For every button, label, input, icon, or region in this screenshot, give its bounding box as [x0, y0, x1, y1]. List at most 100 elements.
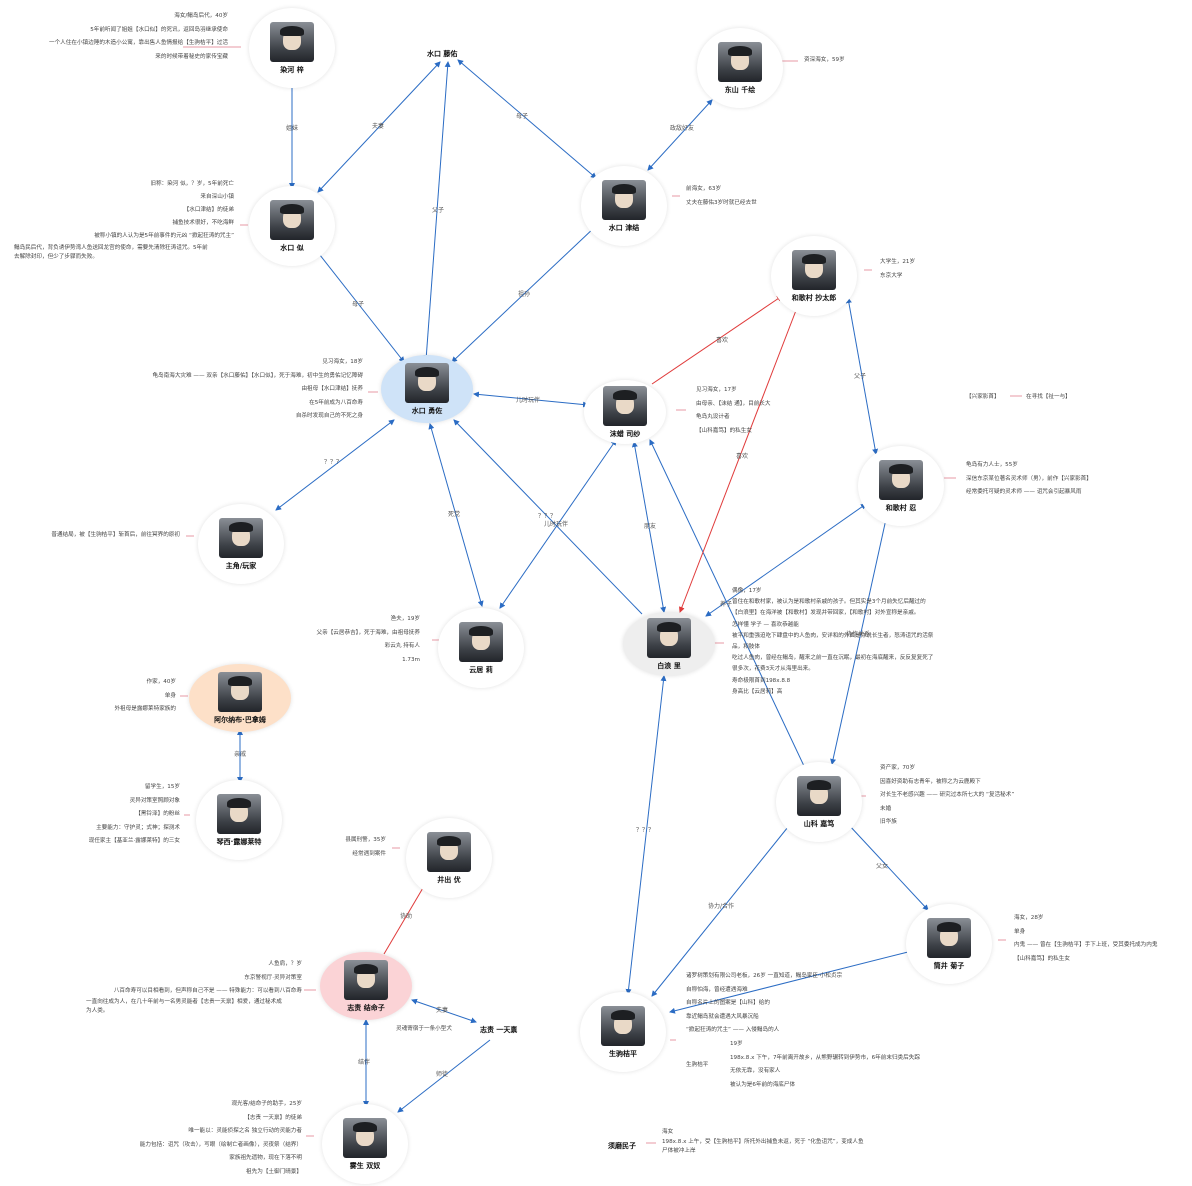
name-ikoma: 生驹桔平 [609, 1049, 637, 1058]
info-albunabu: 作家，40岁 单身 外祖母是露娜莱特家族的 [114, 679, 176, 712]
name-shiranami: 白浪 里 [657, 661, 681, 670]
info-unsumi: 渔夫，19岁 父亲【云居恭吉】，死于海难，由祖母抚养 彩云丸 持有人 1.73m [316, 616, 420, 663]
node-higashiyama[interactable]: 东山 千绘 [697, 28, 783, 108]
portrait-tsutsui [927, 917, 971, 958]
info-sengai: 见习海女，17岁 由母亲、【沫结 通】，目前长大 龟岛丸设计者 【山科嘉笃】的私… [696, 387, 771, 434]
portrait-minakuchi-nin [270, 199, 314, 240]
edge-higashi-tsuyu [647, 99, 713, 171]
node-kotoko[interactable]: 琴西·露娜莱特 [196, 780, 282, 860]
edge-yamashina-ikoma [651, 821, 793, 997]
portrait-iide [427, 831, 471, 872]
edge-sengai-shiranami [631, 441, 667, 613]
portrait-kirio [343, 1117, 387, 1158]
edge-yusa-sengai [473, 391, 589, 408]
edge-yamashina-tsutsui [847, 823, 929, 911]
edge-label-13: 儿时玩伴 [544, 520, 568, 528]
edge-label-16: 喜欢 [736, 452, 748, 460]
edge-tsuyu-yusa [451, 225, 597, 363]
name-wakamura-shinobu: 和歌村 忍 [885, 503, 917, 512]
info-shiki-tenrin: 灵魂寄宿于一条小型犬 [396, 1026, 452, 1032]
portrait-higashiyama [718, 41, 762, 82]
node-somekawa[interactable]: 染河 梓 [249, 8, 335, 88]
node-unsumi[interactable]: 云居 莉 [438, 608, 524, 688]
info-shiki-yumiko-extra: 一直向往成为人，在几十年前与一名男灵能者【志贵一天禀】相爱，通过秘术成 为人类。 [86, 999, 282, 1014]
edge-fuyu-yusa-father [423, 61, 451, 361]
node-player[interactable]: 主角/玩家 [198, 504, 284, 584]
info-ikoma: 诸罗树策划有限公司老板，26岁 一直知道，鳎岛家臣·小松贞宗 自称怕海，曾经遭遇… [686, 973, 843, 1033]
edge-tsutsui-ikoma [669, 951, 909, 1014]
name-minakuchi-tsuyu: 水口 津结 [608, 223, 640, 232]
info-somekawa: 海女/鳎岛后代，40岁 5年前听闻了姐姐【水口似】的死讯，返回岛羽继承使命 一个… [48, 13, 228, 60]
name-kotoko: 琴西·露娜莱特 [216, 837, 262, 846]
name-sumi: 须磨民子 [608, 1142, 636, 1150]
edge-sengai-unsumi [499, 439, 617, 609]
info-kirio: 观光客/结命子的助手，25岁 【志责 一天禀】的徒弟 唯一能以：灵能侦探之名 独… [139, 1101, 302, 1175]
edge-label-19: 亲戚 [234, 750, 246, 758]
info-kotoko: 留学生，15岁 灵异对策室照顾对象 【黑铃泽】的粉丝 主要能力：守护灵；式神；探… [88, 784, 180, 844]
name-minakuchi-fuyu: 水口 藤佑 [427, 50, 458, 58]
name-unsumi: 云居 莉 [469, 665, 493, 674]
node-shiki-tenrin[interactable]: 志责 一天禀 [480, 1022, 517, 1035]
portrait-unsumi [459, 621, 503, 662]
name-shiki-yumiko: 志责 结命子 [347, 1003, 385, 1012]
node-wakamura-sho[interactable]: 和歌村 抄太郎 [771, 236, 857, 316]
node-minakuchi-fuyu[interactable]: 水口 藤佑 [427, 46, 457, 59]
node-sengai[interactable]: 沫蜡 司纱 [584, 380, 666, 444]
portrait-somekawa [270, 21, 314, 62]
node-tsutsui[interactable]: 筒井 菊子 [906, 904, 992, 984]
edge-label-25: 结伴 [358, 1058, 370, 1066]
edge-fuyu-nin [317, 61, 441, 193]
node-wakamura-shinobu[interactable]: 和歌村 忍 [858, 446, 944, 526]
edge-label-4: 母子 [516, 113, 528, 120]
edge-yusa-shiranami [453, 419, 643, 615]
edge-label-6: 母子 [352, 301, 364, 308]
edge-label-1: 姐妹 [286, 124, 298, 132]
edge-label-2: 夫妻 [372, 122, 384, 130]
edge-label-11: ？？？ [324, 459, 342, 466]
info-minakuchi-tsuyu: 前海女，63岁 丈夫在藤佑3岁时就已经去世 [686, 186, 757, 206]
edge-sengai-sho [651, 295, 783, 385]
node-iide[interactable]: 井出 优 [406, 818, 492, 898]
portrait-kotoko [217, 793, 261, 834]
edge-label-20: ？？？ [636, 827, 654, 834]
edge-label-24: 夫妻 [436, 1006, 448, 1014]
edge-shiranami-ikoma [625, 675, 667, 995]
standalone-shadow: 【兴家影首】 [966, 394, 1000, 400]
name-kirio: 雾生 双奴 [349, 1161, 381, 1170]
edge-label-26: 师徒 [436, 1070, 448, 1078]
portrait-shiranami [647, 617, 691, 658]
info-higashiyama: 资深海女，59岁 [804, 57, 845, 63]
node-sumi[interactable]: 须磨民子 [608, 1138, 636, 1151]
edge-nin-yusa [315, 249, 405, 363]
info-sumi: 海女 198x.8.x 上午，受【生驹桔平】所托外出捕鱼未返，死于 “化鱼诅咒”… [662, 1129, 864, 1155]
portrait-shiki-yumiko [344, 959, 388, 1000]
edge-sho-shinobu [845, 297, 879, 455]
info-shiki-yumiko: 人鱼肩，？岁 东京警视厅·灵异对策室 八百命寿可以目相看到，但声称自己不是 ——… [113, 961, 302, 994]
info-wakamura-sho: 大学生，21岁 东京大学 [880, 259, 916, 279]
node-shiranami[interactable]: 白浪 里 [623, 612, 715, 676]
edge-label-14: ？？？ [538, 513, 556, 520]
portrait-ikoma [601, 1005, 645, 1046]
node-minakuchi-nin[interactable]: 水口 似 [249, 186, 335, 266]
edge-label-22: 父女 [876, 862, 888, 870]
edge-fuyu-tsuyu [457, 59, 597, 179]
edge-label-17: 养子 [720, 600, 732, 608]
name-higashiyama: 东山 千绘 [724, 85, 756, 94]
info-minakuchi-nin-extra: 鳎岛民后代，背负诱伊势湾人鱼送回龙宫的使命，需要先清除狂涛诅咒。5年前 去解除封… [14, 245, 208, 260]
info-yamashina: 资产家，70岁 因喜好资助有志青年，被称之为云鹿殿下 对长生不老感兴趣 —— 研… [880, 765, 1015, 825]
edge-label-5: 政敌好友 [670, 124, 694, 132]
name-albunabu: 阿尔纳布·巴拿姆 [214, 715, 266, 724]
node-ikoma[interactable]: 生驹桔平 [580, 992, 666, 1072]
edge-label-9: 父子 [854, 373, 866, 380]
node-minakuchi-yusa[interactable]: 水口 勇佐 [381, 355, 473, 423]
portrait-yamashina [797, 775, 841, 816]
node-minakuchi-tsuyu[interactable]: 水口 津结 [581, 166, 667, 246]
node-kirio[interactable]: 雾生 双奴 [322, 1104, 408, 1184]
node-albunabu[interactable]: 阿尔纳布·巴拿姆 [189, 664, 291, 732]
edge-yusa-player [275, 419, 395, 511]
info-minakuchi-nin: 旧称：染河 似，？岁，5年前死亡 来自深山小镇 【水口津结】的徒弟 捕鱼技术很好… [94, 181, 234, 239]
portrait-player [219, 517, 263, 558]
node-shiki-yumiko[interactable]: 志责 结命子 [320, 952, 412, 1020]
node-yamashina[interactable]: 山科 嘉笃 [776, 762, 862, 842]
